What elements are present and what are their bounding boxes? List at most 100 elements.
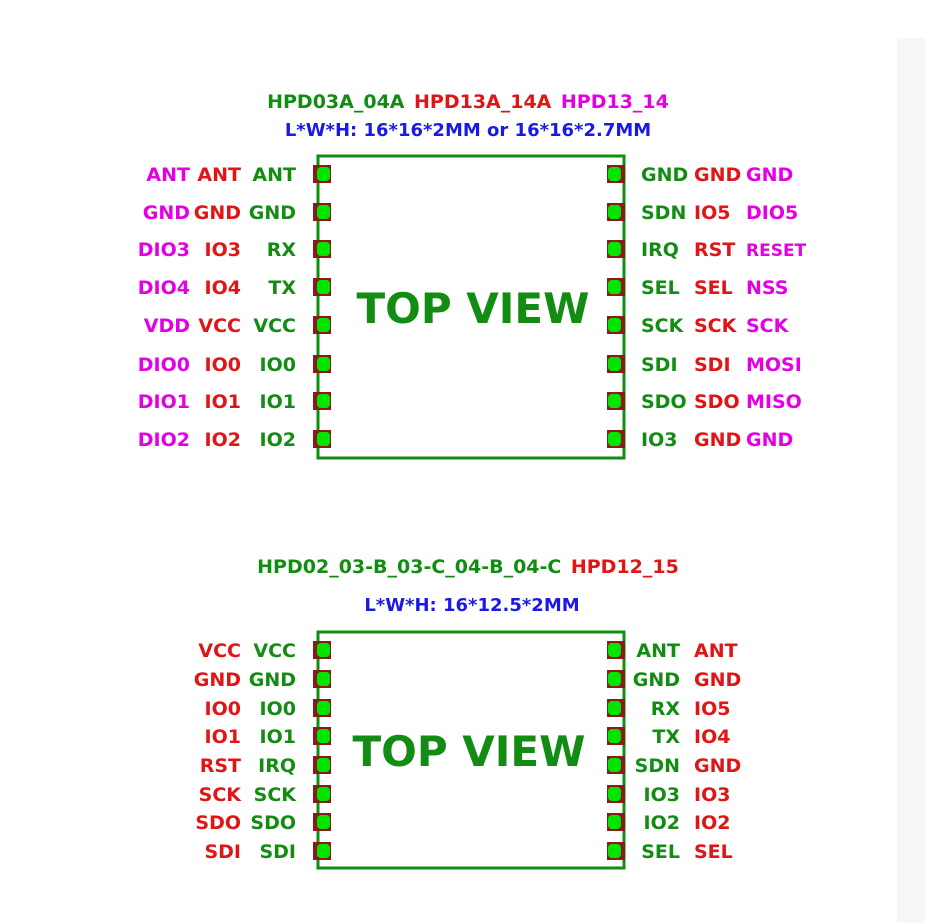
pin-label: GND — [194, 669, 241, 691]
pin-label: IO5 — [694, 698, 730, 720]
title-part: HPD03A_04A — [267, 91, 405, 113]
pin-label: GND — [694, 755, 741, 777]
pin-label: IO3 — [644, 784, 680, 806]
pin-label: SDI — [694, 354, 731, 376]
pin-label: IO4 — [694, 726, 730, 748]
pin-pad-dot — [608, 167, 621, 181]
pin-label: ANT — [146, 164, 190, 186]
pin-label: IRQ — [258, 755, 296, 777]
pin-label: ANT — [694, 640, 738, 662]
pin-label: GND — [746, 164, 793, 186]
title-part: HPD12_15 — [561, 556, 678, 578]
module-2-body — [316, 630, 626, 870]
pin-label: IRQ — [641, 239, 679, 261]
pin-label: SEL — [694, 841, 733, 863]
pin-label: SCK — [254, 784, 298, 806]
pin-label: SDO — [694, 391, 740, 413]
pin-label: RESET — [746, 241, 807, 261]
pin-label: SCK — [641, 315, 685, 337]
title-part: HPD02_03-B_03-C_04-B_04-C — [257, 556, 561, 578]
pin-label: MOSI — [746, 354, 802, 376]
pin-label: ANT — [197, 164, 241, 186]
pin-label: IO3 — [641, 429, 677, 451]
module-2-top-view-label: TOP VIEW — [353, 727, 586, 776]
pin-label: TX — [268, 277, 296, 299]
pin-pad-dot — [317, 815, 330, 829]
pin-pad-dot — [608, 280, 621, 294]
pin-label: SEL — [641, 277, 680, 299]
pin-pad-dot — [608, 394, 621, 408]
pin-pad-dot — [317, 394, 330, 408]
pin-pad-dot — [317, 280, 330, 294]
pin-label: SDO — [195, 812, 241, 834]
pin-label: SEL — [694, 277, 733, 299]
pin-label: DIO4 — [138, 277, 190, 299]
pin-label: GND — [249, 669, 296, 691]
pin-label: IO5 — [694, 202, 730, 224]
pin-label: IO2 — [694, 812, 730, 834]
pin-label: GND — [249, 202, 296, 224]
pin-label: VDD — [144, 315, 190, 337]
pin-label: IO0 — [205, 354, 241, 376]
pin-pad-dot — [608, 729, 621, 743]
pin-pad-dot — [608, 643, 621, 657]
pin-pad-dot — [317, 643, 330, 657]
pin-label: ANT — [636, 640, 680, 662]
pin-label: TX — [652, 726, 680, 748]
pin-label: SDI — [641, 354, 678, 376]
module-2-title: HPD02_03-B_03-C_04-B_04-C HPD12_15 — [257, 556, 679, 578]
pin-label: VCC — [253, 640, 296, 662]
pin-label: GND — [746, 429, 793, 451]
pin-pad-dot — [317, 672, 330, 686]
module-1-title: HPD03A_04A HPD13A_14A HPD13_14 — [267, 91, 669, 113]
pin-label: IO4 — [205, 277, 241, 299]
pin-pad-dot — [608, 357, 621, 371]
pin-label: GND — [694, 669, 741, 691]
pin-label: IO3 — [205, 239, 241, 261]
pin-label: DIO3 — [138, 239, 190, 261]
pin-label: MISO — [746, 391, 802, 413]
module-1: HPD03A_04A HPD13A_14A HPD13_14 L*W*H: 16… — [138, 91, 807, 460]
scrollbar-track[interactable] — [897, 38, 925, 923]
pin-pad-dot — [608, 318, 621, 332]
pin-label: VCC — [198, 315, 241, 337]
pin-pad-dot — [317, 729, 330, 743]
pin-pad-dot — [317, 758, 330, 772]
pin-label: IO3 — [694, 784, 730, 806]
pin-label: IO2 — [205, 429, 241, 451]
pin-label: SDO — [250, 812, 296, 834]
pin-label: DIO2 — [138, 429, 190, 451]
module-1-dimensions: L*W*H: 16*16*2MM or 16*16*2.7MM — [285, 120, 651, 141]
pin-label: GND — [694, 164, 741, 186]
pin-label: DIO0 — [138, 354, 190, 376]
pin-pad-dot — [317, 432, 330, 446]
module-2-dimensions: L*W*H: 16*12.5*2MM — [364, 595, 579, 616]
pin-pad-dot — [608, 701, 621, 715]
pin-label: RX — [651, 698, 681, 720]
module-2: HPD02_03-B_03-C_04-B_04-C HPD12_15 L*W*H… — [194, 556, 741, 870]
pin-pad-dot — [608, 205, 621, 219]
pin-label: SDN — [635, 755, 680, 777]
pin-label: DIO5 — [746, 202, 798, 224]
pin-pad-dot — [608, 844, 621, 858]
pinout-diagram: HPD03A_04A HPD13A_14A HPD13_14 L*W*H: 16… — [138, 91, 807, 870]
pin-pad-dot — [317, 318, 330, 332]
module-1-body — [316, 154, 626, 460]
pin-label: ANT — [252, 164, 296, 186]
pin-pad-dot — [317, 701, 330, 715]
pin-label: GND — [641, 164, 688, 186]
pin-label: SDN — [641, 202, 686, 224]
pin-label: GND — [633, 669, 680, 691]
pin-pad-dot — [317, 167, 330, 181]
pin-pad-dot — [317, 242, 330, 256]
pin-label: SCK — [694, 315, 738, 337]
pin-label: DIO1 — [138, 391, 190, 413]
pin-label: NSS — [746, 277, 788, 299]
pin-label: GND — [194, 202, 241, 224]
pin-label: SCK — [746, 315, 790, 337]
pin-label: SDI — [259, 841, 296, 863]
pin-label: RX — [267, 239, 297, 261]
title-part: HPD13_14 — [551, 91, 668, 113]
pin-label: GND — [143, 202, 190, 224]
pin-pad-dot — [608, 787, 621, 801]
